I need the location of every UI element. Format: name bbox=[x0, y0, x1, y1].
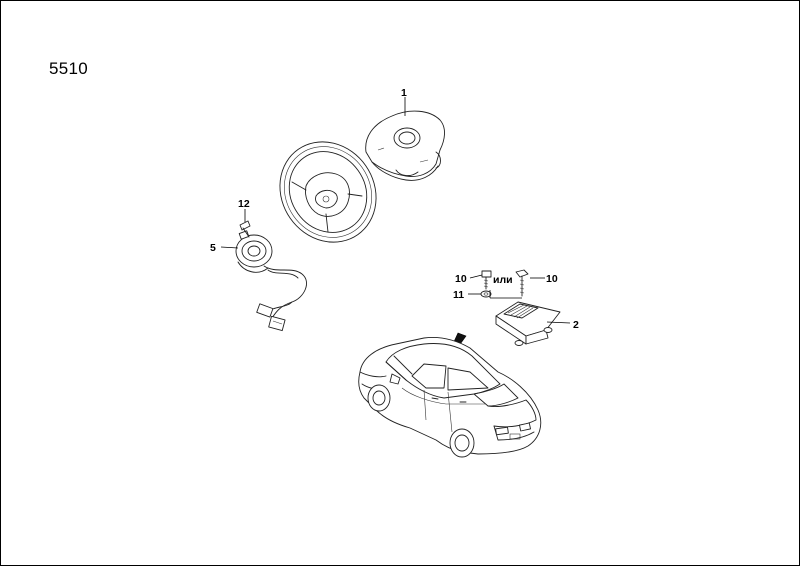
callout-11: 11 bbox=[453, 289, 464, 301]
callout-12: 12 bbox=[238, 198, 250, 210]
car-sedan bbox=[358, 337, 542, 458]
callout-2: 2 bbox=[573, 319, 579, 331]
bolt-left bbox=[481, 270, 492, 290]
airbag-module bbox=[365, 110, 445, 181]
callout-10-left: 10 bbox=[455, 273, 467, 285]
callout-1: 1 bbox=[401, 87, 407, 99]
airbag-control-module bbox=[495, 301, 561, 346]
leader-line-10-left bbox=[469, 274, 483, 279]
leader-line-5 bbox=[220, 246, 239, 249]
or-text: или bbox=[493, 274, 513, 286]
washer bbox=[480, 290, 492, 298]
callout-5: 5 bbox=[210, 242, 216, 254]
page-number: 5510 bbox=[49, 59, 89, 78]
clock-spring bbox=[235, 230, 307, 332]
leader-line-2 bbox=[546, 321, 571, 324]
callout-10-right: 10 bbox=[546, 273, 558, 285]
bolt-right bbox=[515, 269, 529, 297]
steering-wheel bbox=[279, 141, 377, 243]
screw bbox=[239, 220, 251, 238]
